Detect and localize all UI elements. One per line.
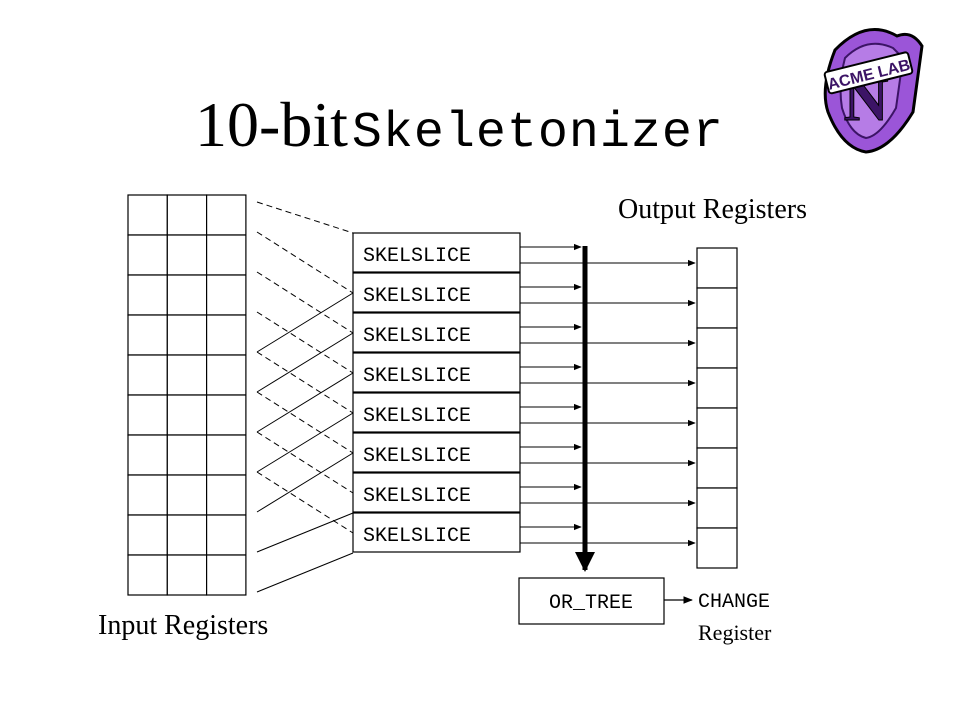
skelslice-box: [352, 272, 521, 313]
skelslice-box: [352, 312, 521, 353]
skelslice-label: SKELSLICE: [363, 485, 471, 508]
input-register-cell: [206, 554, 247, 596]
solid-connection: [256, 292, 354, 353]
change-text: CHANGE: [698, 591, 770, 614]
skelslice-label: SKELSLICE: [363, 525, 471, 548]
input-register-cell: [206, 474, 247, 516]
solid-connection: [256, 372, 354, 433]
input-register-cell: [127, 394, 168, 436]
output-register-cell: [696, 327, 738, 369]
skelslice-box: [352, 352, 521, 393]
output-register-cell: [696, 407, 738, 449]
input-register-cell: [166, 394, 208, 436]
output-register-cell: [696, 487, 738, 529]
input-register-cell: [206, 234, 247, 276]
skelslice-label: SKELSLICE: [363, 285, 471, 308]
input-register-cell: [166, 314, 208, 356]
input-register-cell: [206, 514, 247, 556]
dashed-connection: [256, 311, 354, 374]
input-register-cell: [127, 194, 168, 236]
dashed-connection: [256, 231, 354, 294]
output-register-cell: [696, 367, 738, 409]
acme-lab-logo: N ACME LAB: [823, 28, 924, 154]
input-register-cell: [127, 474, 168, 516]
input-register-cell: [206, 194, 247, 236]
input-register-cell: [206, 394, 247, 436]
output-register-cell: [696, 247, 738, 289]
dashed-connection: [256, 351, 354, 414]
input-connections: [256, 201, 354, 593]
skelslice-label: SKELSLICE: [363, 445, 471, 468]
dashed-connection: [256, 201, 354, 234]
logo-banner: [823, 51, 914, 95]
or-tree-box: [518, 577, 665, 625]
dashed-connection: [256, 471, 354, 534]
output-register-cell: [696, 447, 738, 489]
skelslice-box: [352, 392, 521, 433]
input-register-cell: [206, 274, 247, 316]
output-register-cell: [696, 527, 738, 569]
page-title: 10-bit Skeletonizer: [195, 88, 724, 162]
register-label: Register: [698, 620, 772, 645]
dashed-connection: [256, 391, 354, 454]
solid-connection: [256, 332, 354, 393]
skelslice-label: SKELSLICE: [363, 325, 471, 348]
dashed-connection: [256, 431, 354, 494]
skelslice-box: [352, 512, 521, 553]
skelslice-stack: SKELSLICE SKELSLICE SKELSLICE SKELSLICE SKEL…: [352, 232, 521, 553]
input-register-cell: [206, 434, 247, 476]
skelslice-label: SKELSLICE: [363, 405, 471, 428]
input-register-cell: [166, 474, 208, 516]
output-register-cell: [696, 287, 738, 329]
skelslice-box: [352, 472, 521, 513]
input-register-cell: [127, 554, 168, 596]
skelslice-label: SKELSLICE: [363, 365, 471, 388]
skelslice-box: [352, 232, 521, 273]
solid-connection: [256, 412, 354, 473]
output-registers-label: Output Registers: [618, 194, 807, 225]
skelslice-box: [352, 432, 521, 473]
input-register-cell: [206, 354, 247, 396]
input-register-cell: [166, 194, 208, 236]
input-register-cell: [127, 354, 168, 396]
input-register-cell: [127, 314, 168, 356]
input-register-cell: [166, 434, 208, 476]
input-register-cell: [166, 514, 208, 556]
input-register-cell: [166, 554, 208, 596]
input-register-cell: [166, 234, 208, 276]
input-register-cell: [127, 434, 168, 476]
input-register-cell: [166, 354, 208, 396]
input-registers-label: Input Registers: [98, 610, 269, 641]
skelslice-label: SKELSLICE: [363, 245, 471, 268]
solid-connection: [256, 512, 354, 553]
output-registers-column: [696, 247, 738, 569]
solid-connection: [256, 452, 354, 513]
input-register-cell: [166, 274, 208, 316]
input-register-cell: [127, 274, 168, 316]
title-prefix: 10-bit: [195, 89, 348, 160]
slice-output-arrows: [520, 243, 696, 547]
solid-connection: [256, 552, 354, 593]
input-register-cell: [127, 514, 168, 556]
or-tree-text: OR_TREE: [549, 592, 633, 615]
input-register-cell: [127, 234, 168, 276]
input-registers-grid: [127, 194, 247, 596]
input-register-cell: [206, 314, 247, 356]
title-name: Skeletonizer: [351, 105, 724, 162]
dashed-connection: [256, 271, 354, 334]
